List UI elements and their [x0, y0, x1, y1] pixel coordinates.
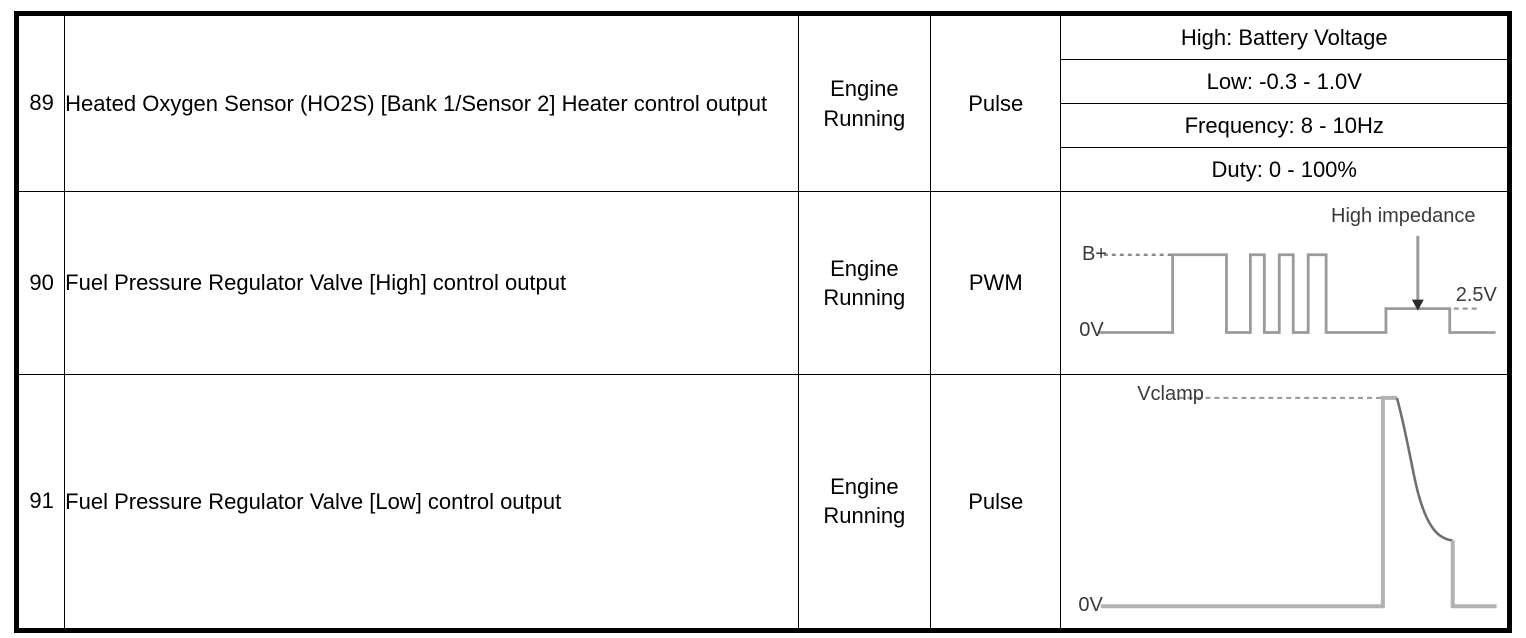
spec-line-duty: Duty: 0 - 100% — [1061, 147, 1507, 191]
row-signal-type: PWM — [930, 190, 1062, 376]
pulse-waveform-svg — [1101, 396, 1498, 609]
row-number: 91 — [15, 374, 66, 631]
row-signal-type: Pulse — [930, 13, 1062, 192]
spec-line-low: Low: -0.3 - 1.0V — [1061, 59, 1507, 104]
table-row: 91 Fuel Pressure Regulator Valve [Low] c… — [15, 374, 1510, 631]
row-signal-waveform: B+ 0V High impedance 2.5V — [1060, 190, 1510, 376]
table-row: 89 Heated Oxygen Sensor (HO2S) [Bank 1/S… — [15, 13, 1510, 192]
table-row: 90 Fuel Pressure Regulator Valve [High] … — [15, 190, 1510, 376]
row-signal-spec: High: Battery Voltage Low: -0.3 - 1.0V F… — [1060, 13, 1510, 192]
row-signal-type: Pulse — [930, 374, 1062, 631]
row-condition: Engine Running — [797, 13, 932, 192]
waveform-label-vclamp: Vclamp — [1137, 382, 1204, 405]
pulse-waveform-diagram: Vclamp 0V — [1061, 375, 1507, 628]
row-description: Fuel Pressure Regulator Valve [Low] cont… — [64, 374, 799, 631]
pwm-waveform-diagram: B+ 0V High impedance 2.5V — [1061, 192, 1507, 375]
pwm-waveform-svg — [1098, 235, 1497, 334]
row-description: Heated Oxygen Sensor (HO2S) [Bank 1/Sens… — [64, 13, 799, 192]
pwm-trace — [1098, 253, 1497, 334]
row-condition: Engine Running — [797, 374, 932, 631]
waveform-label-b-plus: B+ — [1081, 242, 1107, 265]
spec-line-frequency: Frequency: 8 - 10Hz — [1061, 103, 1507, 148]
spec-line-high: High: Battery Voltage — [1061, 16, 1507, 60]
signal-specification-table: 89 Heated Oxygen Sensor (HO2S) [Bank 1/S… — [14, 11, 1512, 633]
pulse-decay-curve — [1396, 397, 1454, 543]
row-description: Fuel Pressure Regulator Valve [High] con… — [64, 190, 799, 376]
row-signal-waveform: Vclamp 0V — [1060, 374, 1510, 631]
row-condition: Engine Running — [797, 190, 932, 376]
row-number: 90 — [15, 190, 66, 376]
pulse-rise-trace — [1101, 396, 1398, 609]
waveform-label-2-5v: 2.5V — [1455, 284, 1497, 307]
pulse-fall-trace — [1451, 540, 1498, 609]
waveform-label-0v: 0V — [1079, 318, 1104, 341]
spec-line-list: High: Battery Voltage Low: -0.3 - 1.0V F… — [1061, 16, 1507, 191]
high-impedance-arrow-head — [1412, 299, 1425, 311]
waveform-label-0v: 0V — [1078, 593, 1103, 616]
row-number: 89 — [15, 13, 66, 192]
waveform-label-high-impedance: High impedance — [1331, 204, 1476, 227]
